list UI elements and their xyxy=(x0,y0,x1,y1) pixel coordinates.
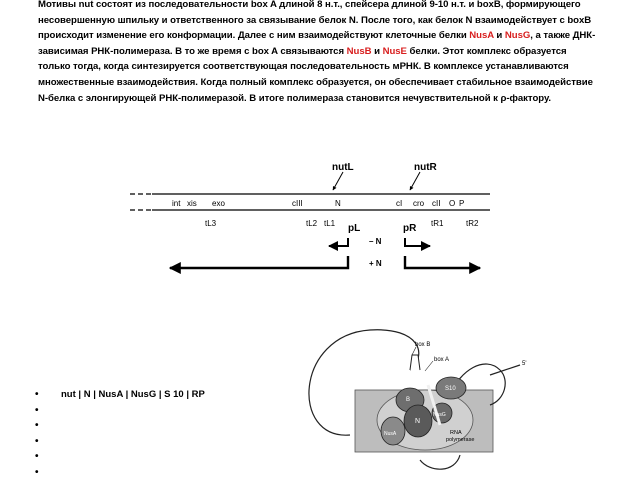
box-b-label: box B xyxy=(415,342,430,348)
list-item xyxy=(35,449,205,465)
nusa-label: NusA xyxy=(384,431,397,437)
gene-label: O xyxy=(449,199,455,208)
nusg-highlight: NusG xyxy=(504,30,531,42)
gene-label: cI xyxy=(396,199,402,208)
text-part: белки. Этот комплекс образуется только т… xyxy=(38,45,593,104)
gene-label: exo xyxy=(212,199,225,208)
terminator-label: tR2 xyxy=(466,219,479,228)
s10-label: S10 xyxy=(445,386,456,392)
lambda-map-diagram: nutL nutR int xis exo cIII N cI cro cII … xyxy=(130,162,490,274)
gene-label: cIII xyxy=(292,199,303,208)
polymerase-label: polymerase xyxy=(446,437,474,443)
b-label: B xyxy=(406,397,410,403)
terminator-label: tL3 xyxy=(205,219,217,228)
plus-n-label: + N xyxy=(369,259,382,268)
gene-label: int xyxy=(172,199,181,208)
list-item xyxy=(35,403,205,419)
nusb-highlight: NusB xyxy=(346,45,372,57)
bullet-list: nut | N | NusA | NusG | S 10 | RP xyxy=(35,387,205,481)
gene-label: P xyxy=(459,199,464,208)
n-protein-label: N xyxy=(415,418,420,425)
nusg-label: NusG xyxy=(433,412,446,418)
terminator-label: tR1 xyxy=(431,219,444,228)
nutr-label: nutR xyxy=(414,162,438,173)
gene-label: N xyxy=(335,199,341,208)
body-paragraph: Мотивы nut состоят из последовательности… xyxy=(38,0,598,106)
text-part: Мотивы nut состоят из последовательности… xyxy=(38,0,592,42)
promoter-pr: pR xyxy=(403,223,417,234)
list-item xyxy=(35,465,205,481)
promoter-pl: pL xyxy=(348,223,360,234)
gene-label: cII xyxy=(432,199,440,208)
antitermination-complex-diagram: box B box A 5' S10 N B NusA NusG RNA pol… xyxy=(308,329,526,470)
rna-label: RNA xyxy=(450,430,462,436)
box-a-label: box A xyxy=(434,357,449,363)
list-item xyxy=(35,434,205,450)
list-item: nut | N | NusA | NusG | S 10 | RP xyxy=(35,387,205,403)
nutl-label: nutL xyxy=(332,162,354,173)
text-part: и xyxy=(493,30,505,42)
text-part: и xyxy=(371,45,383,57)
gene-label: xis xyxy=(187,199,197,208)
nusa-highlight: NusA xyxy=(469,30,494,42)
five-prime-label: 5' xyxy=(522,361,526,367)
terminator-label: tL2 xyxy=(306,219,318,228)
nuse-highlight: NusE xyxy=(382,45,407,57)
gene-label: cro xyxy=(413,199,425,208)
terminator-label: tL1 xyxy=(324,219,336,228)
text-part: , а также ДНК-зависимая РНК-полимераза. … xyxy=(38,30,596,57)
list-item xyxy=(35,418,205,434)
minus-n-label: – N xyxy=(369,237,382,246)
